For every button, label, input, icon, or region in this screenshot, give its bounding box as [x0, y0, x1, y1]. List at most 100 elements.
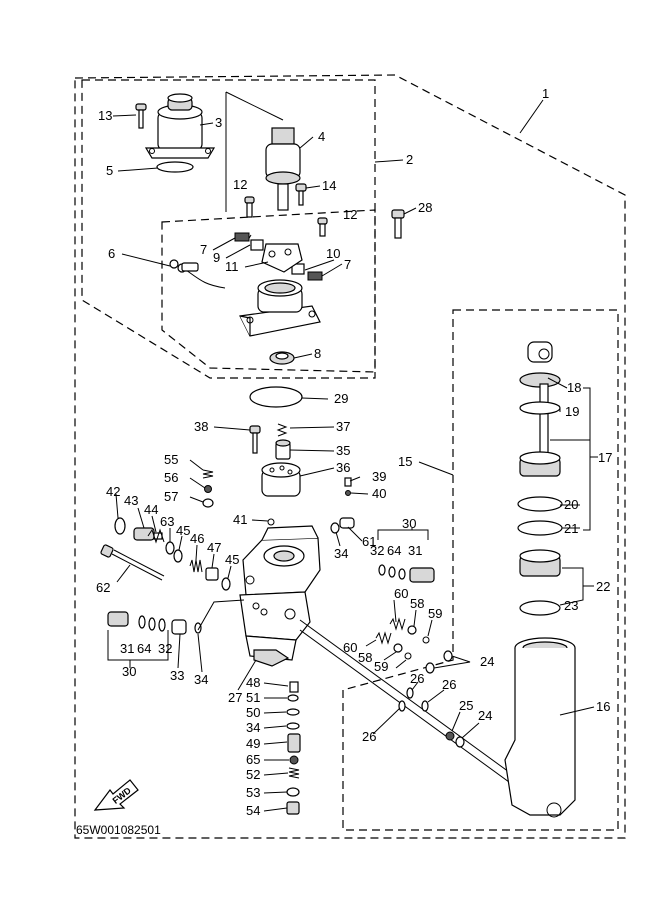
callout-55: 55	[164, 452, 178, 467]
callout-13: 13	[98, 108, 112, 123]
o-ring-42-part	[114, 517, 126, 535]
callout-29: 29	[334, 391, 348, 406]
callout-46: 46	[190, 531, 204, 546]
leader-lines	[107, 99, 598, 812]
callout-12a: 12	[233, 177, 247, 192]
callout-1: 1	[542, 86, 549, 101]
callout-7b: 7	[344, 257, 351, 272]
spring-60b-part	[375, 631, 392, 645]
o-ring-34b-part	[194, 622, 202, 634]
callout-21: 21	[564, 521, 578, 536]
bolt-12b-part	[317, 217, 328, 237]
sleeve-35-part	[275, 439, 291, 460]
callout-43: 43	[124, 493, 138, 508]
valve-58b-part	[393, 643, 403, 653]
o-ring-34a-part	[330, 522, 340, 534]
callout-2: 2	[406, 152, 413, 167]
o-ring-31b-part	[398, 568, 406, 580]
callout-45b: 45	[225, 552, 239, 567]
callout-20: 20	[564, 497, 578, 512]
o-ring-53-part	[286, 787, 300, 797]
long-bolt-62-part	[100, 544, 165, 581]
ball-40-part	[345, 490, 351, 496]
o-ring-45b-part	[221, 577, 231, 591]
spring-7a-part	[234, 232, 252, 242]
spring-52-part	[288, 767, 300, 779]
ring-21-part	[517, 520, 563, 536]
spring-46-part	[189, 559, 203, 573]
callout-32a: 32	[370, 543, 384, 558]
fwd-arrow-icon: FWD	[93, 779, 139, 811]
callout-28: 28	[418, 200, 432, 215]
plug-33-part	[171, 619, 187, 635]
callout-48: 48	[246, 675, 260, 690]
callout-9: 9	[213, 250, 220, 265]
washer-25-part	[445, 731, 455, 741]
callout-42: 42	[106, 484, 120, 499]
o-ring-45a-part	[173, 549, 183, 563]
callout-24a: 24	[480, 654, 494, 669]
drawing-code: 65W001082501	[76, 823, 161, 837]
callout-12b: 12	[343, 207, 357, 222]
callout-36: 36	[336, 460, 350, 475]
o-rings-26-part	[398, 687, 429, 712]
callout-30b: 30	[122, 664, 136, 679]
o-ring-20-part	[517, 496, 563, 512]
callout-63: 63	[160, 514, 174, 529]
callout-7a: 7	[200, 242, 207, 257]
callout-40: 40	[372, 486, 386, 501]
callout-34a: 34	[334, 546, 348, 561]
seal-19-part	[519, 401, 561, 415]
bracket-27-part	[253, 649, 290, 667]
piston-part	[519, 451, 561, 477]
bolt-12a-part	[244, 196, 255, 218]
motor-assembly-2-outline	[81, 79, 376, 379]
callout-25: 25	[459, 698, 473, 713]
callout-30a: 30	[402, 516, 416, 531]
callout-27: 27	[228, 690, 242, 705]
valve-58a-part	[407, 625, 417, 635]
ball-41-part	[267, 518, 275, 526]
callout-10: 10	[326, 246, 340, 261]
free-piston-22-part	[519, 549, 561, 577]
o-ring-51-part	[287, 694, 299, 702]
callout-62: 62	[96, 580, 110, 595]
callout-51: 51	[246, 690, 260, 705]
callout-58b: 58	[358, 650, 372, 665]
plug-54-part	[286, 801, 300, 815]
callout-15: 15	[398, 454, 412, 469]
fitting-30-part	[409, 567, 435, 583]
callout-56: 56	[164, 470, 178, 485]
callout-33: 33	[170, 668, 184, 683]
bolt-38-part	[249, 425, 261, 454]
callout-65: 65	[246, 752, 260, 767]
callout-4: 4	[318, 129, 325, 144]
filter-8-part	[269, 351, 295, 365]
callout-38: 38	[194, 419, 208, 434]
cylinder-assembly-15-outline	[342, 309, 619, 831]
callout-19: 19	[565, 404, 579, 419]
main-valve-body-part	[239, 525, 321, 661]
callout-17: 17	[598, 450, 612, 465]
callout-59b: 59	[374, 659, 388, 674]
callout-8: 8	[314, 346, 321, 361]
o-ring-29-part	[249, 386, 303, 408]
callout-22: 22	[596, 579, 610, 594]
fitting-61-part	[339, 517, 355, 529]
callout-32b: 32	[158, 641, 172, 656]
pin-39-part	[344, 477, 352, 487]
valve-43-part	[133, 527, 163, 541]
screw-13-part	[135, 103, 147, 129]
tilt-shaft-part	[299, 619, 521, 791]
lead-wire-6-part	[169, 259, 226, 289]
callout-labels: 1 2 3 4 5 13 12 14 28 12 7 9 11 10 7 6 8…	[96, 86, 612, 818]
o-ring-64a-part	[138, 615, 146, 629]
callout-14: 14	[322, 178, 336, 193]
bolt-28-part	[391, 209, 405, 239]
callout-34b: 34	[194, 672, 208, 687]
callout-64a: 64	[387, 543, 401, 558]
callout-60b: 60	[343, 640, 357, 655]
callout-58a: 58	[410, 596, 424, 611]
o-ring-24b-part	[455, 736, 465, 748]
